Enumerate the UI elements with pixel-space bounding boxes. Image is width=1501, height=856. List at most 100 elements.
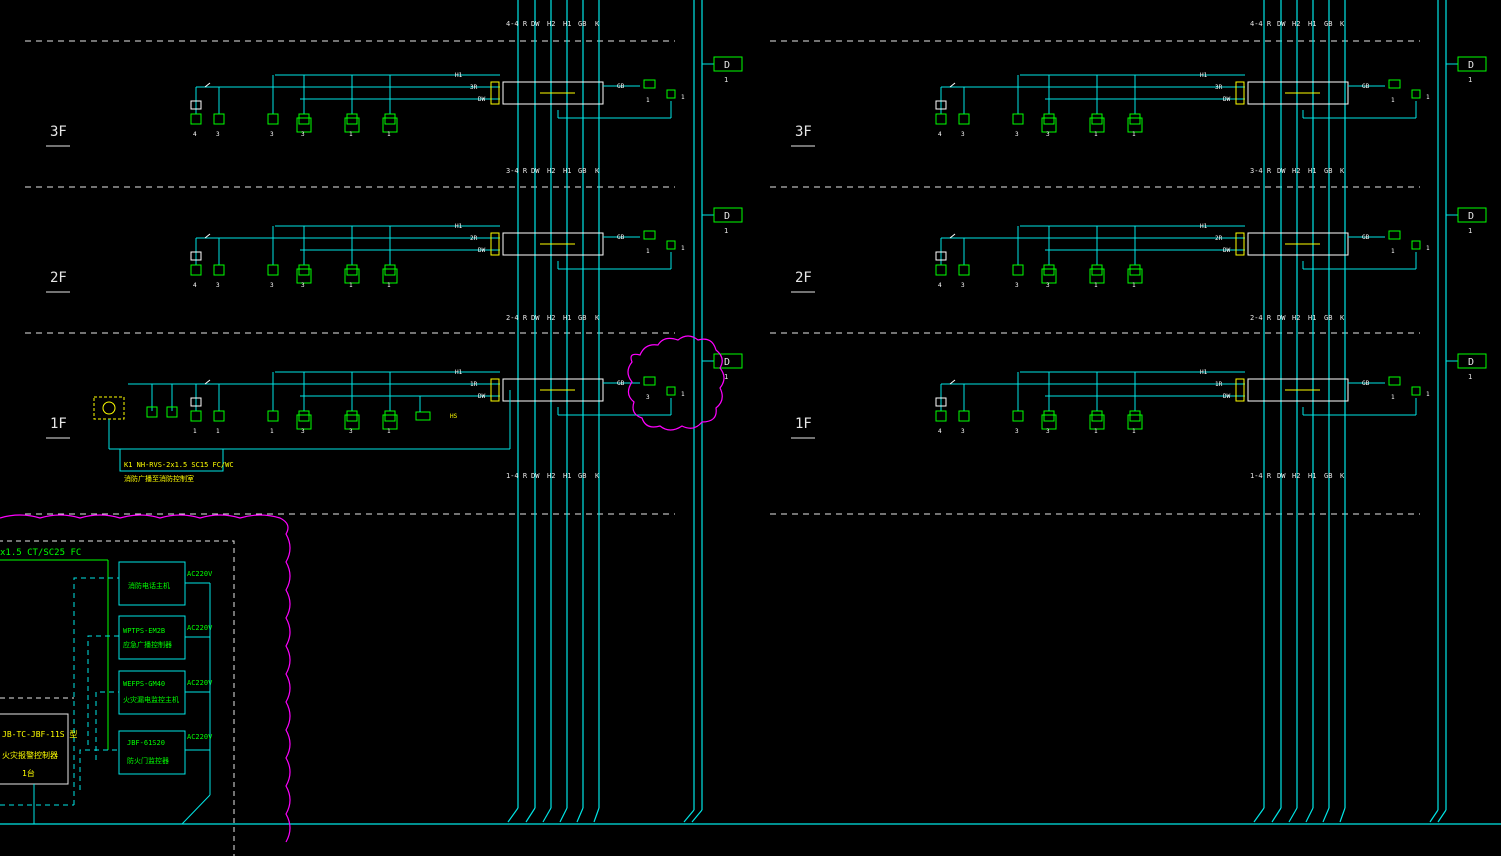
device-count: 1 [1132, 282, 1136, 289]
heat-detector-icon [213, 410, 225, 422]
svg-text:H1: H1 [563, 314, 571, 322]
device-count: 1 [1132, 428, 1136, 435]
svg-text:GB: GB [578, 314, 586, 322]
svg-text:GB: GB [1324, 167, 1332, 175]
device-count: 3 [216, 131, 220, 138]
input-module-icon [298, 264, 310, 276]
device-count: 1 [1094, 282, 1098, 289]
device-count: 3 [301, 428, 305, 435]
svg-text:GB: GB [1324, 20, 1332, 28]
tag-dw: DW [478, 247, 486, 254]
svg-text:JBF-61S20: JBF-61S20 [127, 739, 165, 747]
svg-text:DW: DW [531, 314, 540, 322]
device-count: 1 [270, 428, 274, 435]
speaker-icon [1129, 264, 1141, 276]
floor-separators [25, 40, 1420, 515]
manual-call-point-icon [1411, 89, 1421, 99]
tag-gb: GB [617, 83, 625, 90]
speaker-icon [384, 264, 396, 276]
trunk-bundle-left [507, 0, 703, 823]
control-room-cable-spec: x1.5 CT/SC25 FC [0, 548, 81, 558]
svg-text:WEFPS-GM40: WEFPS-GM40 [123, 680, 165, 688]
tag-hs: HS [450, 413, 458, 420]
svg-text:1-4 R: 1-4 R [506, 472, 528, 480]
device-count: 3 [1015, 428, 1019, 435]
device-count: 3 [1015, 282, 1019, 289]
svg-text:GB: GB [578, 20, 586, 28]
io-module-icon [346, 113, 358, 125]
io-module-icon [1091, 410, 1103, 422]
manual-call-point-icon [666, 89, 676, 99]
manual-call-point-icon [666, 240, 676, 250]
svg-text:H1: H1 [563, 167, 571, 175]
svg-text:DW: DW [1277, 472, 1286, 480]
speaker-icon [1129, 410, 1141, 422]
input-module-icon [1043, 410, 1055, 422]
input-module-icon [298, 113, 310, 125]
device-count: 1 [387, 428, 391, 435]
smoke-detector-icon [190, 264, 202, 276]
svg-text:4-4 R: 4-4 R [1250, 20, 1272, 28]
heat-detector-icon [958, 264, 970, 276]
smoke-detector-icon [935, 113, 947, 125]
device-count: 1 [1094, 428, 1098, 435]
manual-call-point-icon [1411, 386, 1421, 396]
riser-box-right-f2: D 1 [1446, 207, 1487, 235]
svg-text:DW: DW [1277, 314, 1286, 322]
svg-text:1: 1 [1468, 76, 1472, 84]
hydrant-button-icon [267, 410, 279, 422]
speaker-icon [384, 410, 396, 422]
svg-text:DW: DW [531, 167, 540, 175]
device-count: 3 [301, 131, 305, 138]
count-bell: 1 [1391, 248, 1395, 255]
svg-text:DW: DW [1277, 20, 1286, 28]
manual-call-point-icon [1411, 240, 1421, 250]
smoke-detector-icon [190, 113, 202, 125]
svg-text:K: K [595, 167, 600, 175]
device-count: 3 [961, 428, 965, 435]
control-unit-leakage: WEFPS-GM40 火灾漏电监控主机 AC220V [118, 670, 213, 715]
floor-label-1f-right: 1F [795, 416, 812, 432]
floor-label-1f-left: 1F [50, 416, 67, 432]
count-call-point: 1 [681, 94, 685, 101]
revision-cloud-riser [627, 335, 725, 431]
alarm-bell-icon [643, 230, 656, 240]
legend-cable-note: 消防广播至消防控制室 [124, 474, 194, 483]
svg-text:DW: DW [531, 20, 540, 28]
hydrant-button-icon [267, 113, 279, 125]
svg-text:D: D [1468, 60, 1474, 71]
svg-text:D: D [1468, 357, 1474, 368]
svg-text:H1: H1 [563, 20, 571, 28]
device-count: 1 [193, 428, 197, 435]
tag-h1: H1 [455, 72, 463, 79]
count-bell: 1 [646, 248, 650, 255]
io-module-icon [346, 410, 358, 422]
svg-text:AC220V: AC220V [187, 570, 213, 578]
heat-detector-icon [958, 113, 970, 125]
tag-gb: GB [617, 380, 625, 387]
heat-detector-icon [213, 113, 225, 125]
floor-label-3f-right: 3F [795, 124, 812, 140]
count-call-point: 1 [1426, 391, 1430, 398]
svg-text:H2: H2 [1292, 20, 1300, 28]
svg-text:K: K [1340, 167, 1345, 175]
floor-label-3f-left: 3F [50, 124, 67, 140]
svg-text:2-4 R: 2-4 R [506, 314, 528, 322]
count-call-point: 1 [1426, 245, 1430, 252]
svg-text:1: 1 [1468, 227, 1472, 235]
riser-box-right-f1: D 1 [1446, 353, 1487, 381]
device-count: 1 [349, 131, 353, 138]
count-bell: 1 [1391, 394, 1395, 401]
svg-text:AC220V: AC220V [187, 733, 213, 741]
alarm-bell-icon [1388, 376, 1401, 386]
device-count: 3 [216, 282, 220, 289]
svg-text:H2: H2 [547, 472, 555, 480]
floor-label-2f-right: 2F [795, 270, 812, 286]
svg-text:H1: H1 [1308, 314, 1316, 322]
svg-text:火灾报警控制器: 火灾报警控制器 [2, 750, 58, 760]
device-count: 3 [270, 282, 274, 289]
tag-dw: DW [1223, 247, 1231, 254]
